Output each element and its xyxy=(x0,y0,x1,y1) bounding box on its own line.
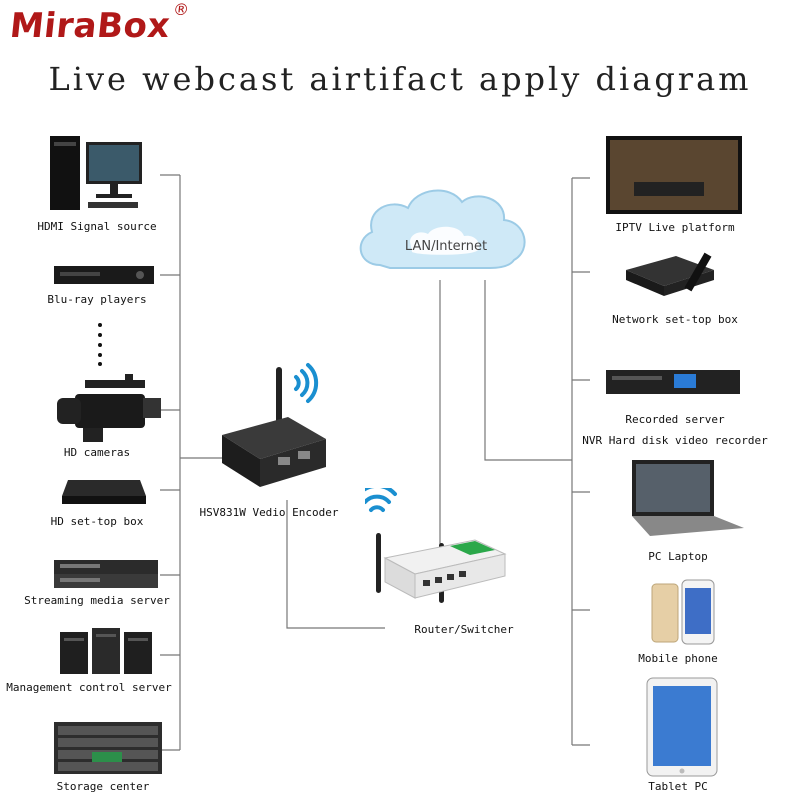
output-label-nvr: NVR Hard disk video recorder xyxy=(582,434,768,447)
rack-server-icon xyxy=(54,560,158,588)
mobile-phone-icon xyxy=(651,579,715,645)
cloud-label: LAN/Internet xyxy=(405,239,487,254)
diagram-title: Live webcast airtifact apply diagram xyxy=(48,60,752,98)
source-label-streaming: Streaming media server xyxy=(24,594,170,607)
recorded-server-icon xyxy=(606,370,740,394)
tablet-icon xyxy=(646,677,718,777)
laptop-icon xyxy=(632,460,744,536)
source-label-camera: HD cameras xyxy=(63,446,131,459)
source-label-storage: Storage center xyxy=(56,780,150,793)
video-camera-icon xyxy=(57,374,161,442)
settop-box-icon xyxy=(62,480,146,504)
logo-text: MiraBox xyxy=(7,6,173,46)
cloud-icon: LAN/Internet xyxy=(359,189,526,269)
output-label-mobile: Mobile phone xyxy=(638,652,718,665)
source-label-settop: HD set-top box xyxy=(50,515,144,528)
router-icon xyxy=(365,488,507,603)
encoder-device-icon xyxy=(222,363,326,487)
bluray-player-icon xyxy=(54,266,154,284)
tower-servers-icon xyxy=(60,628,152,674)
output-label-laptop: PC Laptop xyxy=(648,550,708,563)
output-label-recorded-server: Recorded server xyxy=(625,413,725,426)
output-label-tablet: Tablet PC xyxy=(648,780,708,793)
tv-icon xyxy=(606,136,742,214)
mirabox-logo: MiraBox® xyxy=(7,0,191,46)
output-label-iptv: IPTV Live platform xyxy=(615,221,735,234)
encoder-label: HSV831W Vedio Encoder xyxy=(199,506,339,519)
source-label-bluray: Blu-ray players xyxy=(47,293,147,306)
desktop-computer-icon xyxy=(50,136,142,210)
source-label-management: Management control server xyxy=(6,681,172,694)
network-settop-box-icon xyxy=(626,252,714,296)
output-label-network-settop: Network set-top box xyxy=(612,313,738,326)
registered-mark: ® xyxy=(172,0,191,19)
router-label: Router/Switcher xyxy=(414,623,514,636)
source-label-hdmi: HDMI Signal source xyxy=(37,220,157,233)
storage-array-icon xyxy=(54,722,162,774)
